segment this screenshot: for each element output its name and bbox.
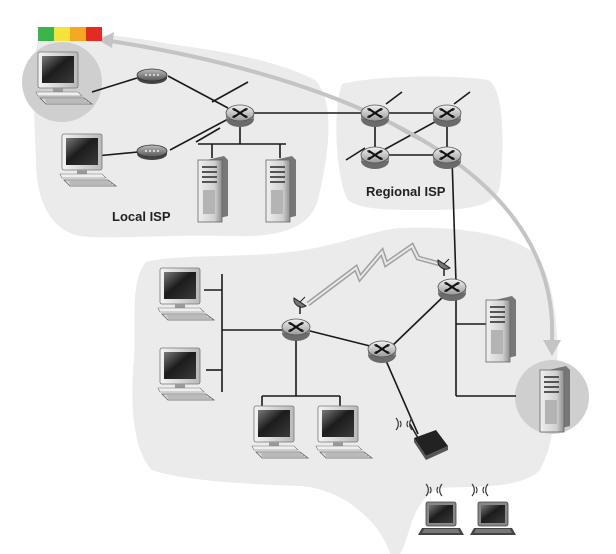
laptop-icon	[469, 501, 517, 536]
server-tower-icon	[265, 155, 297, 223]
home-network-cloud	[132, 227, 558, 554]
wireless-access-point-icon	[409, 423, 448, 460]
router-icon	[360, 146, 390, 170]
local-isp-label: Local ISP	[112, 209, 171, 224]
modem-icon	[136, 144, 168, 161]
end-to-end-path-arrow	[102, 38, 555, 342]
router-icon	[437, 278, 467, 302]
router-icon	[432, 104, 462, 128]
legend-swatch-yellow	[54, 27, 70, 41]
router-icon	[432, 146, 462, 170]
server-tower-icon	[485, 295, 517, 363]
arrow-head-source	[98, 32, 114, 48]
arrow-head-destination	[543, 340, 561, 356]
legend-swatch-orange	[70, 27, 86, 41]
router-icon	[225, 104, 255, 128]
local-isp-cloud	[34, 34, 329, 238]
router-icon	[367, 340, 397, 364]
color-legend-swatches	[38, 27, 102, 41]
regional-isp-label: Regional ISP	[366, 184, 446, 199]
server-tower-icon	[539, 365, 571, 433]
server-tower-icon	[197, 155, 229, 223]
legend-swatch-green	[38, 27, 54, 41]
router-icon	[281, 318, 311, 342]
legend-swatch-red	[86, 27, 102, 41]
modem-icon	[136, 68, 168, 85]
laptop-icon	[417, 501, 465, 536]
router-icon	[360, 104, 390, 128]
network-links	[91, 75, 516, 435]
